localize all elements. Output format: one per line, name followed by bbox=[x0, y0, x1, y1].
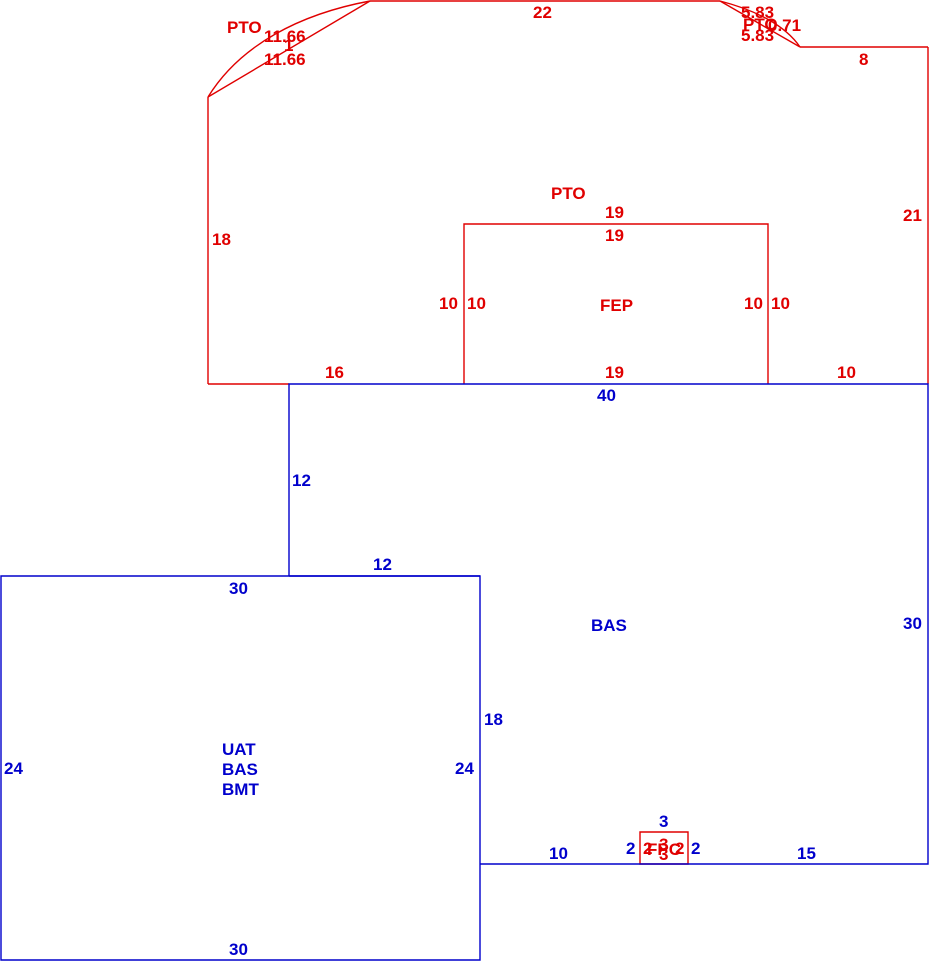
fep-left-inner-label: 10 bbox=[467, 294, 486, 313]
bas-step-label: 12 bbox=[373, 555, 392, 574]
arc-left-inner-label: 11.66 bbox=[264, 50, 306, 69]
small-box-top-outer-label: 3 bbox=[659, 812, 668, 831]
bas-bottom-left-label: 10 bbox=[549, 844, 568, 863]
small-box-right-label: 2 bbox=[675, 839, 684, 858]
upper-right-arc-chord bbox=[719, 0, 801, 48]
uat-area-label-1: UAT bbox=[222, 740, 256, 759]
fep-box bbox=[463, 223, 769, 384]
fep-right-inner-label: 10 bbox=[744, 294, 763, 313]
fep-bottom-label: 19 bbox=[605, 363, 624, 382]
uat-right-label: 24 bbox=[455, 759, 474, 778]
fep-top-outer-label: 19 bbox=[605, 203, 624, 222]
small-box-left-outer-label: 2 bbox=[626, 839, 635, 858]
arc-right-mid-label: 0.71 bbox=[768, 16, 801, 35]
bas-right-label: 30 bbox=[903, 614, 922, 633]
bas-area-label: BAS bbox=[591, 616, 627, 635]
small-box-left-label: 2 bbox=[643, 839, 652, 858]
bas-outline bbox=[288, 383, 929, 865]
pto-label-left: PTO bbox=[227, 18, 262, 37]
uat-top-label: 30 bbox=[229, 579, 248, 598]
fep-right-outer-label: 10 bbox=[771, 294, 790, 313]
right-step-label: 8 bbox=[859, 50, 868, 69]
upper-left-arc-chord bbox=[207, 0, 371, 98]
upper-left-arc-outer bbox=[207, 0, 371, 98]
top-edge-label: 22 bbox=[533, 3, 552, 22]
bottom-left-label: 16 bbox=[325, 363, 344, 382]
bas-left-upper-label: 12 bbox=[292, 471, 311, 490]
bas-bottom-right-label: 15 bbox=[797, 844, 816, 863]
uat-bottom-label: 30 bbox=[229, 940, 248, 959]
uat-box bbox=[0, 575, 481, 961]
uat-area-label-3: BMT bbox=[222, 780, 259, 799]
upper-labels: PTO 11.66 1 11.66 22 5.83 PTO 0.71 5.83 … bbox=[212, 3, 922, 864]
bas-top-label: 40 bbox=[597, 386, 616, 405]
small-box-top-label: 3 bbox=[659, 835, 668, 854]
upper-outline bbox=[207, 0, 929, 865]
uat-area-label-2: BAS bbox=[222, 760, 258, 779]
arc-right-inner-label: 5.83 bbox=[741, 26, 774, 45]
small-box-right-outer-label: 2 bbox=[691, 839, 700, 858]
fep-left-outer-label: 10 bbox=[439, 294, 458, 313]
lower-outline bbox=[0, 383, 929, 961]
pto-label-center: PTO bbox=[551, 184, 586, 203]
pto-label-right: PTO bbox=[743, 15, 778, 34]
lower-labels: 40 12 12 BAS 30 18 30 24 24 30 UAT BAS B… bbox=[4, 386, 922, 959]
bas-left-lower-label: 18 bbox=[484, 710, 503, 729]
small-box-area-label: FPC bbox=[647, 840, 681, 859]
fep-top-inner-label: 19 bbox=[605, 226, 624, 245]
left-side-label: 18 bbox=[212, 230, 231, 249]
right-side-label: 21 bbox=[903, 206, 922, 225]
fep-area-label: FEP bbox=[600, 296, 633, 315]
small-box-mid-label: 3 bbox=[659, 845, 668, 864]
uat-left-label: 24 bbox=[4, 759, 23, 778]
upper-right-arc-outer bbox=[719, 0, 801, 48]
bottom-right-label: 10 bbox=[837, 363, 856, 382]
arc-left-outer-label: 11.66 bbox=[264, 27, 306, 46]
arc-left-mid-label: 1 bbox=[284, 36, 293, 55]
arc-right-outer-label: 5.83 bbox=[741, 3, 774, 22]
